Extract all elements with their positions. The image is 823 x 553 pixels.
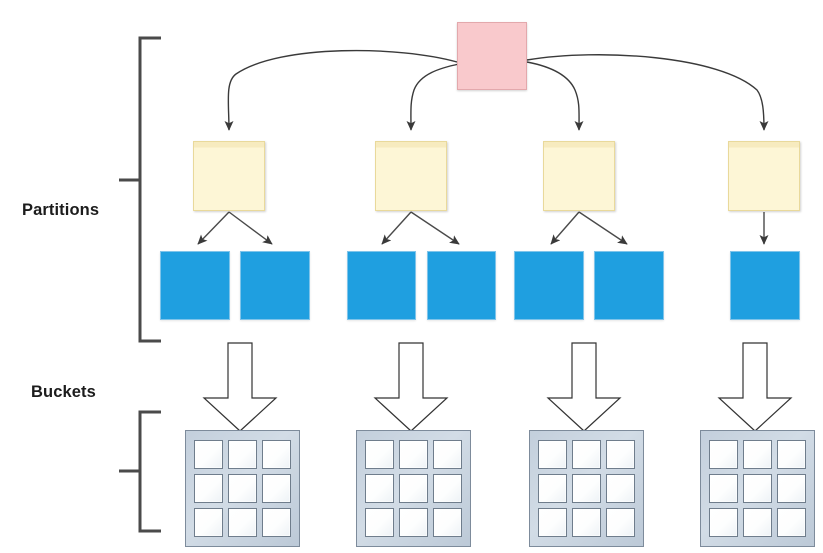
- bucket-cell[interactable]: [606, 474, 635, 503]
- bucket-cell[interactable]: [433, 508, 462, 537]
- bucket-cell[interactable]: [606, 440, 635, 469]
- root-table-node[interactable]: [457, 22, 527, 90]
- bucket-cell[interactable]: [433, 440, 462, 469]
- bucket-cell[interactable]: [194, 508, 223, 537]
- file-3-a[interactable]: [514, 251, 584, 320]
- edge-partition-1-to-file-1-b: [228, 211, 273, 245]
- block-arrows-group: [202, 342, 793, 432]
- bucket-cell[interactable]: [228, 474, 257, 503]
- block-arrow-1: [202, 342, 278, 432]
- label-buckets: Buckets: [31, 383, 96, 401]
- bucket-cell[interactable]: [365, 440, 394, 469]
- file-1-a[interactable]: [160, 251, 230, 320]
- bucket-cell[interactable]: [777, 508, 806, 537]
- partition-3[interactable]: [543, 141, 615, 211]
- curved-edges-group: [224, 49, 769, 131]
- block-arrow-4: [717, 342, 793, 432]
- bucket-cell[interactable]: [194, 474, 223, 503]
- bucket-cell[interactable]: [228, 508, 257, 537]
- bucket-grid-2[interactable]: [356, 430, 471, 547]
- edge-root-to-partition-1: [224, 49, 458, 131]
- block-arrow-3: [546, 342, 622, 432]
- bucket-cell[interactable]: [538, 474, 567, 503]
- bucket-grid-3[interactable]: [529, 430, 644, 547]
- bucket-cell[interactable]: [262, 474, 291, 503]
- bucket-cell[interactable]: [228, 440, 257, 469]
- partition-2[interactable]: [375, 141, 447, 211]
- bucket-cell[interactable]: [572, 440, 601, 469]
- bucket-cell[interactable]: [262, 508, 291, 537]
- partition-1[interactable]: [193, 141, 265, 211]
- bucket-cell[interactable]: [709, 440, 738, 469]
- bucket-cell[interactable]: [709, 508, 738, 537]
- bucket-cell[interactable]: [572, 474, 601, 503]
- bucket-cell[interactable]: [399, 508, 428, 537]
- bucket-cell[interactable]: [743, 508, 772, 537]
- file-2-b[interactable]: [427, 251, 496, 320]
- block-arrow-2: [373, 342, 449, 432]
- bucket-cell[interactable]: [262, 440, 291, 469]
- bucket-cell[interactable]: [538, 440, 567, 469]
- bucket-grid-4[interactable]: [700, 430, 815, 547]
- bucket-cell[interactable]: [433, 474, 462, 503]
- edge-root-to-partition-3: [526, 61, 584, 131]
- edge-partition-3-to-file-3-a: [550, 211, 580, 245]
- bucket-cell[interactable]: [709, 474, 738, 503]
- bucket-cell[interactable]: [365, 474, 394, 503]
- bucket-cell[interactable]: [777, 474, 806, 503]
- edge-partition-1-to-file-1-a: [197, 211, 230, 245]
- bracket-buckets: [138, 410, 161, 533]
- bucket-grid-1[interactable]: [185, 430, 300, 547]
- bracket-partitions: [138, 36, 161, 343]
- edge-partition-3-to-file-3-b: [578, 211, 628, 245]
- edge-partition-2-to-file-2-b: [410, 211, 460, 245]
- edge-partition-2-to-file-2-a: [381, 211, 412, 245]
- edge-root-to-partition-4: [526, 54, 769, 131]
- file-1-b[interactable]: [240, 251, 310, 320]
- edge-root-to-partition-2: [406, 63, 460, 131]
- bucket-cell[interactable]: [743, 474, 772, 503]
- file-4-a[interactable]: [730, 251, 800, 320]
- bucket-cell[interactable]: [399, 440, 428, 469]
- bucket-cell[interactable]: [194, 440, 223, 469]
- bucket-cell[interactable]: [538, 508, 567, 537]
- bucket-cell[interactable]: [365, 508, 394, 537]
- brackets-group: [119, 36, 161, 533]
- bucket-cell[interactable]: [777, 440, 806, 469]
- bucket-cell[interactable]: [399, 474, 428, 503]
- label-partitions: Partitions: [22, 201, 100, 219]
- bucket-cell[interactable]: [572, 508, 601, 537]
- file-3-b[interactable]: [594, 251, 664, 320]
- bucket-cell[interactable]: [606, 508, 635, 537]
- file-2-a[interactable]: [347, 251, 416, 320]
- straight-edges-group: [197, 211, 769, 245]
- bucket-cell[interactable]: [743, 440, 772, 469]
- partition-4[interactable]: [728, 141, 800, 211]
